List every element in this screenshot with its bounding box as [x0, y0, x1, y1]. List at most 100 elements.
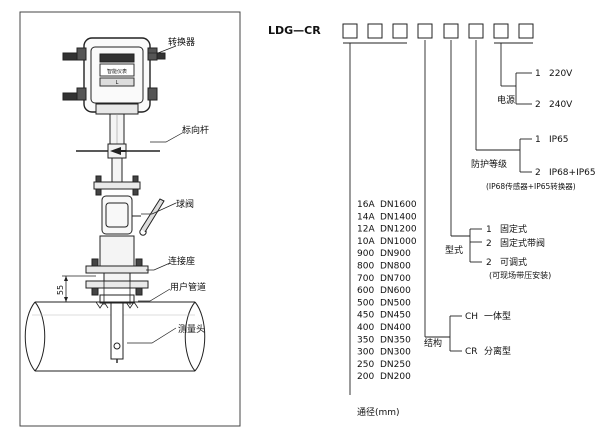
power-option-code: 2 — [535, 100, 541, 110]
diameter-code: 700 — [357, 274, 374, 284]
diameter-dn: DN300 — [380, 348, 411, 358]
diameter-code: 16A — [357, 200, 375, 210]
diameter-dn: DN1400 — [380, 212, 417, 222]
diameter-dn: DN400 — [380, 323, 411, 333]
diameter-row: 700 DN700 — [357, 274, 411, 284]
measuring-probe — [110, 302, 124, 363]
protection-option-text: IP65 — [549, 135, 569, 145]
drawing-frame — [19, 11, 241, 427]
diameter-row: 14A DN1400 — [357, 212, 417, 222]
leader-lines — [127, 45, 185, 344]
label-probe: 测量头 — [178, 324, 205, 335]
diameter-row: 450 DN450 — [357, 311, 411, 321]
diameter-row: 300 DN300 — [357, 348, 411, 358]
model-code-boxes — [342, 23, 534, 39]
diameter-dn: DN700 — [380, 274, 411, 284]
converter-plate-text: 智能仪表 — [107, 68, 127, 75]
diameter-row: 400 DN400 — [357, 323, 411, 333]
structure-option-code: CR — [465, 347, 478, 357]
ball-valve — [101, 195, 165, 236]
label-connector: 连接座 — [168, 255, 195, 267]
mounting-option-code: 2 — [486, 239, 492, 249]
label-ball-valve: 球阀 — [176, 198, 194, 210]
connector-flange — [85, 235, 149, 305]
mounting-option-text: 固定式 — [500, 223, 527, 235]
diameter-code: 900 — [357, 249, 374, 259]
diameter-code: 300 — [357, 348, 374, 358]
arrow-rod — [76, 143, 160, 159]
mounting-option-code: 2 — [486, 258, 492, 268]
upper-stem — [111, 157, 123, 184]
diameter-dn: DN800 — [380, 262, 411, 272]
mounting-option-text: 固定式带阀 — [500, 237, 545, 249]
diameter-title: 通径(mm) — [357, 406, 400, 418]
label-converter: 转换器 — [168, 36, 195, 48]
code-box-3 — [392, 23, 408, 39]
code-box-1 — [342, 23, 358, 39]
power-title: 电源 — [497, 94, 515, 106]
diameter-dn: DN450 — [380, 311, 411, 321]
diameter-dn: DN350 — [380, 335, 411, 345]
diameter-dn: DN1600 — [380, 200, 417, 210]
structure-option-text: 一体型 — [484, 310, 511, 322]
diameter-code: 500 — [357, 298, 374, 308]
protection-option-code: 2 — [535, 168, 541, 178]
mounting-option-code: 1 — [486, 225, 492, 235]
diameter-dn: DN1000 — [380, 237, 417, 247]
diameter-dn: DN600 — [380, 286, 411, 296]
power-option-group: 1 220V 电源 2 240V — [497, 69, 573, 110]
weld-mark — [95, 301, 109, 309]
structure-option-group: CH 一体型 结构 CR 分离型 — [424, 310, 511, 357]
diameter-code: 12A — [357, 225, 375, 235]
diameter-code: 250 — [357, 360, 374, 370]
code-box-4 — [417, 23, 433, 39]
mounting-option-group: 1 固定式 型式 2 固定式带阀 2 可调式 (可现场带压安装) — [445, 223, 551, 280]
diameter-dn: DN200 — [380, 372, 411, 382]
diameter-code: 10A — [357, 237, 375, 247]
diameter-code: 600 — [357, 286, 374, 296]
protection-option-text: IP68+IP65 — [549, 168, 596, 178]
diameter-code: 800 — [357, 262, 374, 272]
code-box-7 — [493, 23, 509, 39]
protection-option-group: 1 IP65 防护等级 2 IP68+IP65 (IP68传感器+IP65转换器… — [471, 135, 596, 191]
code-box-8 — [518, 23, 534, 39]
code-box-2 — [367, 23, 383, 39]
converter-housing — [62, 37, 166, 115]
diameter-row: 900 DN900 — [357, 249, 411, 259]
diameter-row: 250 DN250 — [357, 360, 411, 370]
power-option-text: 220V — [549, 69, 573, 79]
structure-option-code: CH — [465, 312, 478, 322]
diameter-dn: DN900 — [380, 249, 411, 259]
weld-mark — [125, 301, 139, 309]
diameter-code: 350 — [357, 335, 374, 345]
mounting-note: (可现场带压安装) — [489, 270, 551, 280]
diameter-row: 500 DN500 — [357, 298, 411, 308]
diameter-code: 450 — [357, 311, 374, 321]
selection-tree-lines — [343, 40, 533, 395]
converter-badge-text: L — [116, 80, 119, 86]
power-option-text: 240V — [549, 100, 573, 110]
diameter-code: 14A — [357, 212, 375, 222]
diameter-row: 10A DN1000 — [357, 237, 417, 247]
model-code: LDG—CR — [268, 24, 321, 37]
diameter-dn: DN500 — [380, 298, 411, 308]
code-box-6 — [468, 23, 484, 39]
power-option-code: 1 — [535, 69, 541, 79]
structure-title: 结构 — [424, 337, 442, 349]
label-arrow-rod: 标向杆 — [182, 124, 209, 136]
protection-title: 防护等级 — [471, 158, 507, 170]
diameter-row: 16A DN1600 — [357, 200, 417, 210]
diameter-code: 400 — [357, 323, 374, 333]
diameter-dn: DN1200 — [380, 225, 417, 235]
structure-option-text: 分离型 — [484, 345, 511, 357]
diameter-dn: DN250 — [380, 360, 411, 370]
flowmeter-drawing: 智能仪表 L — [19, 11, 241, 427]
dimension-line — [62, 275, 96, 303]
protection-note: (IP68传感器+IP65转换器) — [486, 181, 576, 191]
diameter-row: 12A DN1200 — [357, 225, 417, 235]
mounting-option-text: 可调式 — [500, 256, 527, 268]
mounting-title: 型式 — [445, 244, 463, 256]
